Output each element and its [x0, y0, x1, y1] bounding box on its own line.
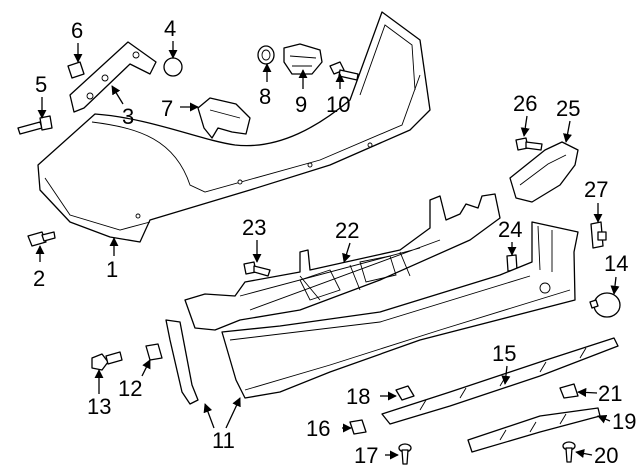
clip-6 — [67, 61, 85, 79]
callout-numbers: 1 2 3 4 5 6 7 8 9 10 11 12 13 14 15 16 1… — [33, 16, 636, 468]
tow-eye-cap — [589, 292, 621, 318]
callout-12: 12 — [118, 376, 142, 401]
plug-4 — [163, 57, 183, 77]
callout-4: 4 — [164, 16, 176, 41]
bumper-cover — [37, 11, 431, 243]
callout-22: 22 — [335, 218, 359, 243]
bumper-reinforcement — [184, 193, 501, 331]
callout-13: 13 — [87, 394, 111, 419]
callout-9: 9 — [295, 92, 307, 117]
clip-27 — [590, 221, 607, 249]
callout-17: 17 — [354, 443, 378, 468]
callout-23: 23 — [242, 215, 266, 240]
upper-bracket — [69, 41, 157, 113]
callout-14: 14 — [604, 251, 628, 276]
lower-valance — [165, 221, 579, 405]
callout-3: 3 — [122, 104, 134, 129]
callout-21: 21 — [598, 381, 622, 406]
callout-16: 16 — [306, 416, 330, 441]
side-bracket-25 — [509, 141, 579, 203]
callout-25: 25 — [556, 96, 580, 121]
trim-strip-15 — [381, 337, 619, 425]
nut-12 — [145, 343, 163, 361]
clip-18 — [395, 385, 415, 401]
bolt-2 — [27, 231, 56, 247]
callout-24: 24 — [498, 217, 522, 242]
bolt-13 — [91, 351, 123, 371]
callout-18: 18 — [346, 384, 370, 409]
clip-9 — [283, 43, 323, 75]
bracket-7 — [197, 97, 251, 139]
bolt-26 — [515, 137, 543, 151]
trim-strip-19 — [467, 407, 601, 453]
clip-21 — [559, 383, 579, 399]
callout-8: 8 — [259, 84, 271, 109]
callout-6: 6 — [71, 18, 83, 43]
screw-20 — [562, 441, 576, 463]
callout-1: 1 — [106, 257, 118, 282]
screw-17 — [398, 443, 412, 465]
callout-20: 20 — [594, 443, 618, 468]
callout-19: 19 — [612, 409, 636, 434]
grommet-8 — [257, 45, 275, 65]
callout-11: 11 — [212, 428, 235, 453]
clip-16 — [349, 419, 367, 435]
callout-5: 5 — [35, 72, 47, 97]
callout-7: 7 — [161, 96, 173, 121]
leader-lines — [35, 41, 620, 460]
bolt-10 — [329, 61, 359, 81]
bolt-23 — [243, 261, 271, 277]
callout-27: 27 — [584, 177, 608, 202]
callout-2: 2 — [33, 266, 45, 291]
callout-26: 26 — [513, 91, 537, 116]
callout-10: 10 — [326, 92, 350, 117]
callout-15: 15 — [492, 341, 516, 366]
bolt-5 — [17, 115, 53, 135]
